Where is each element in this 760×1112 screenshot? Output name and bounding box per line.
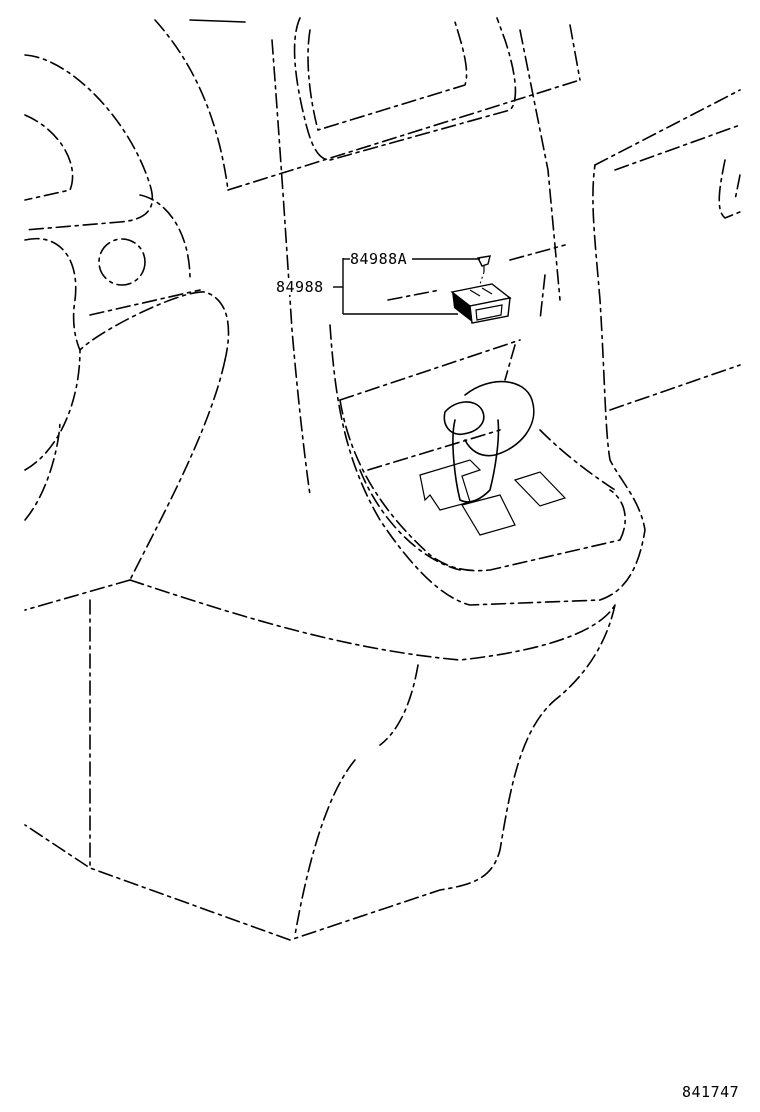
shift-lever [339,380,626,572]
ignition-knob-icon [98,238,146,286]
instrument-panel-outline [24,54,230,611]
part-number-84988a: 84988A [350,250,408,268]
diagram-number: 841747 [682,1083,740,1101]
part-number-84988: 84988 [276,278,324,296]
upper-dash-outline [154,17,581,191]
callout-leaders [333,258,480,315]
center-stack-outline [271,29,741,606]
switch-part-icon [450,283,512,324]
lower-console-outline [24,579,616,941]
